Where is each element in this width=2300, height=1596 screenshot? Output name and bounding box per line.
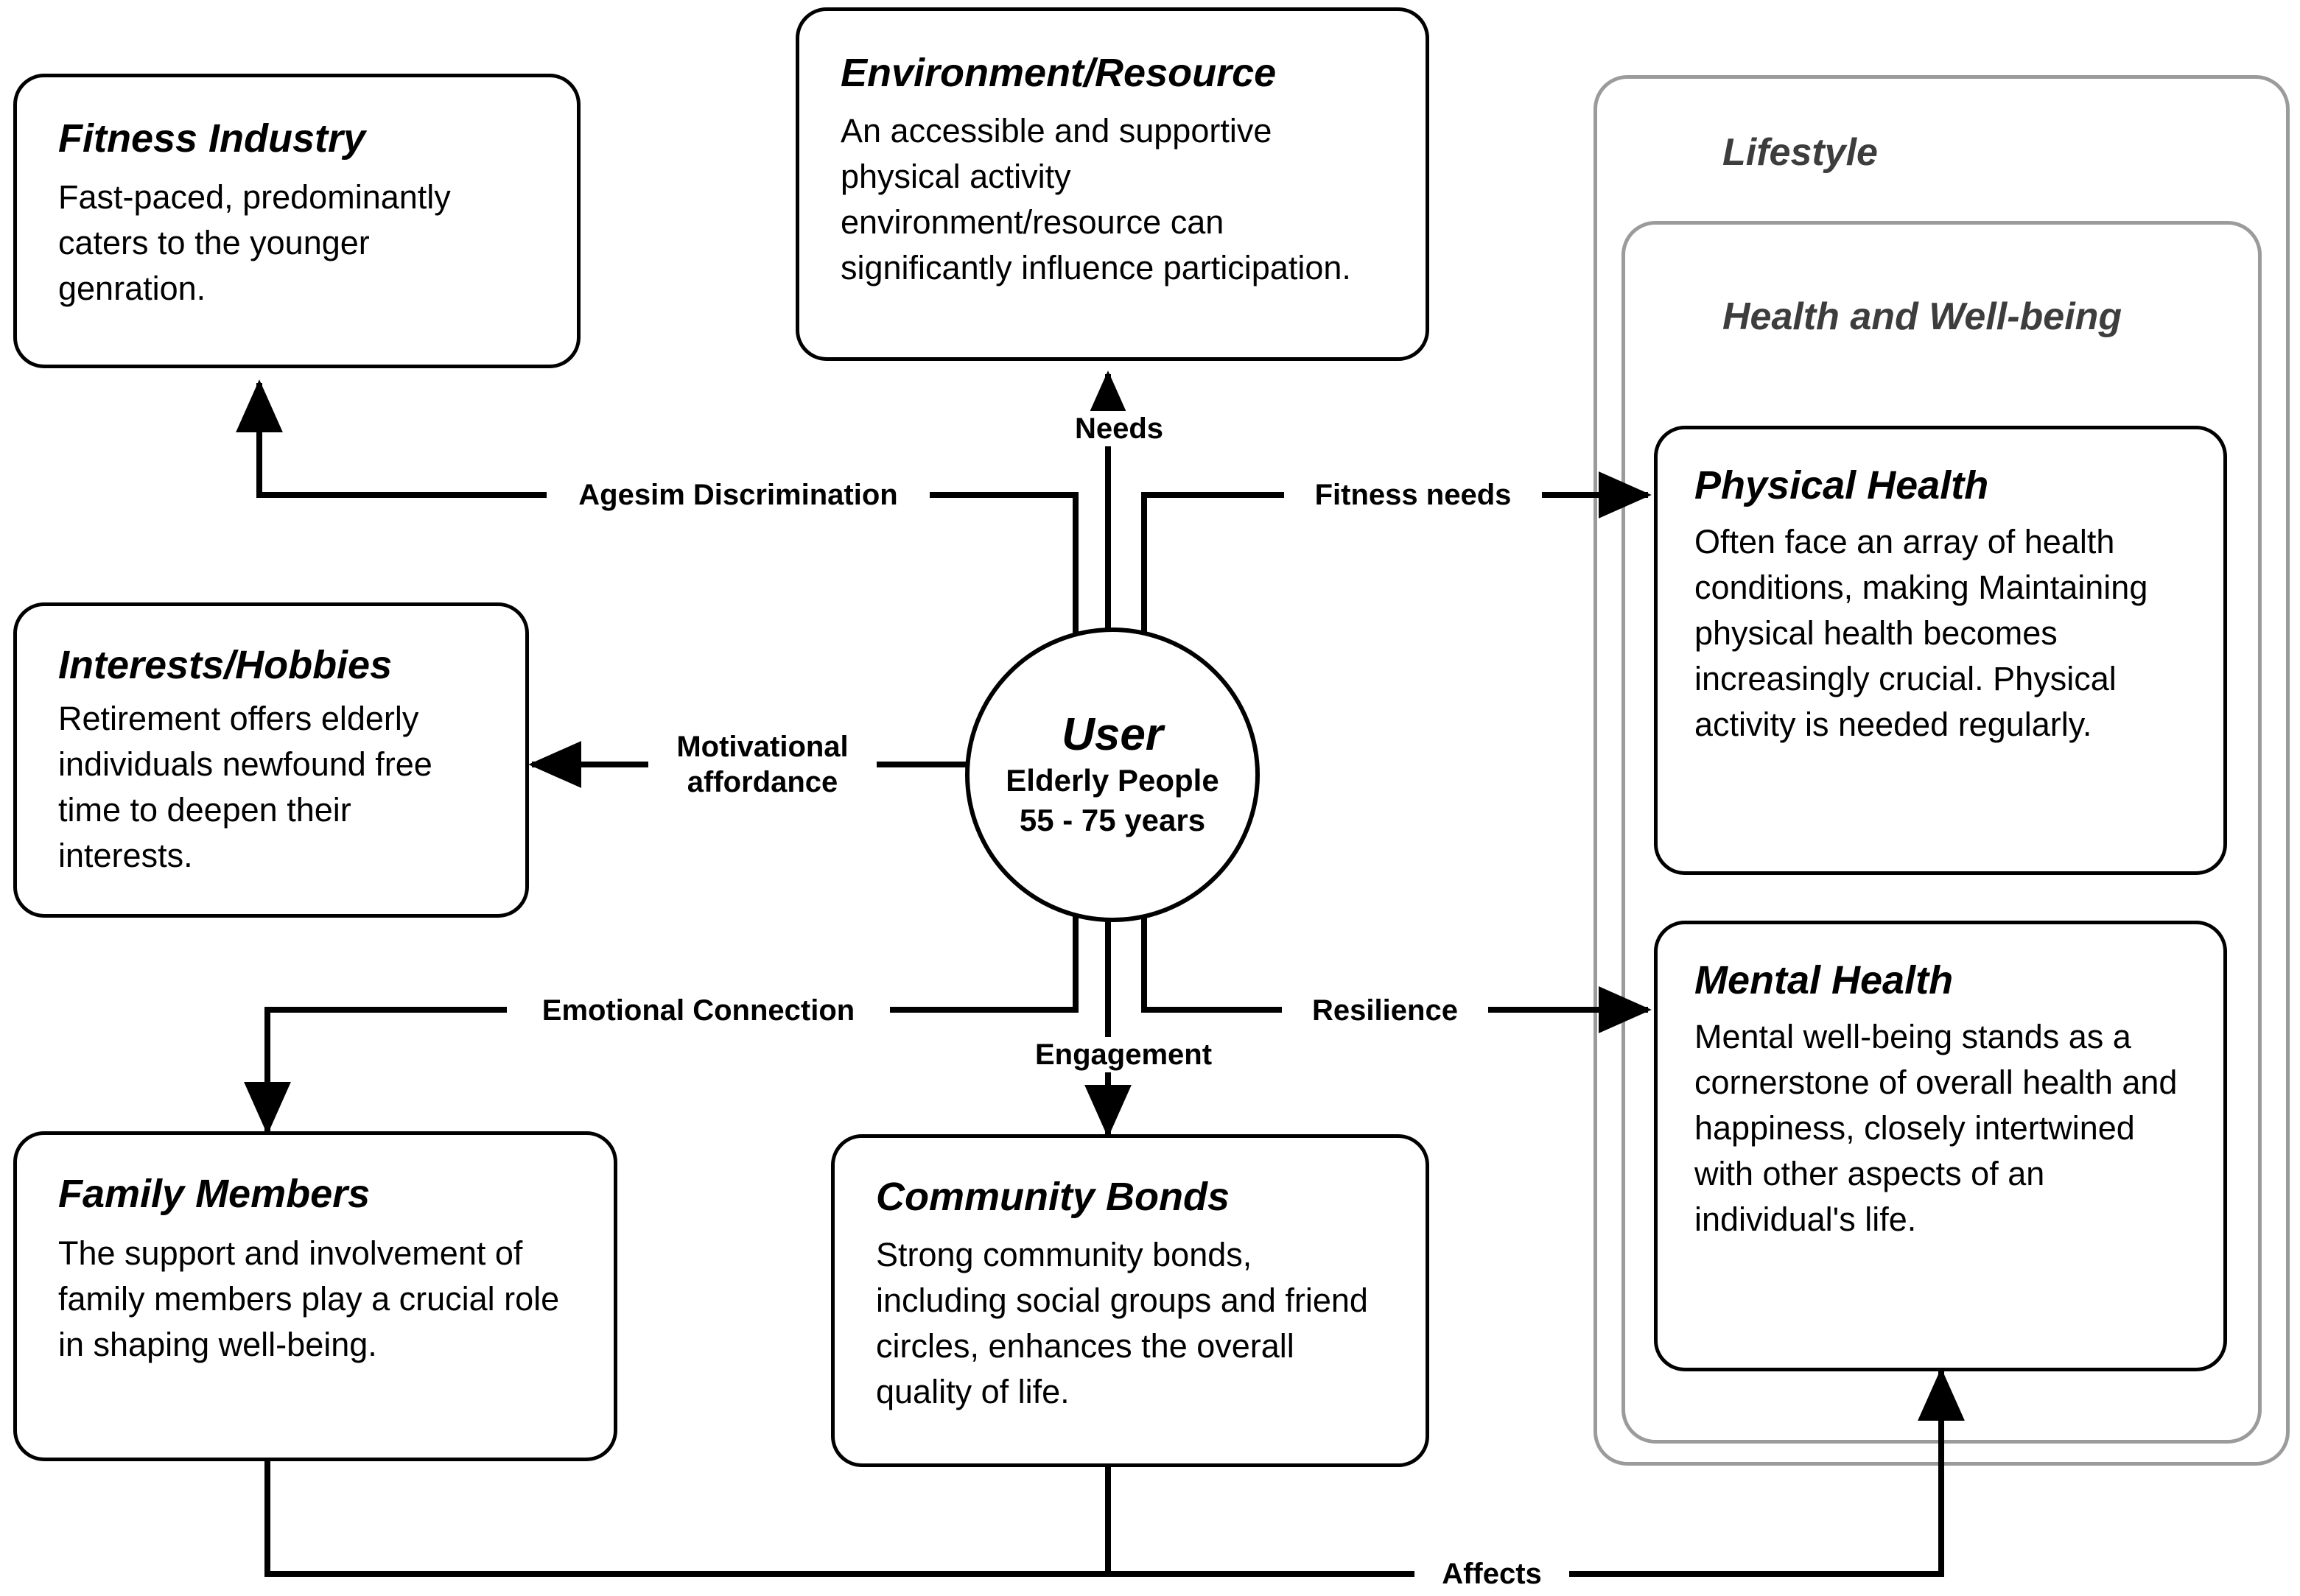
node-user-title: User (1062, 709, 1163, 760)
edge-label-fitness-needs: Fitness needs (1284, 477, 1542, 513)
node-community-bonds[interactable]: Community Bonds Strong community bonds, … (831, 1134, 1429, 1467)
node-fitness-industry-body: Fast-paced, predominantly caters to the … (58, 178, 451, 307)
group-health-wellbeing-label: Health and Well-being (1722, 295, 2122, 338)
node-interests-hobbies-body: Retirement offers elderly individuals ne… (58, 700, 432, 874)
edge-label-resilience: Resilience (1282, 993, 1488, 1028)
node-family-members-title: Family Members (58, 1172, 371, 1216)
node-physical-health[interactable]: Physical Health Often face an array of h… (1654, 426, 2227, 875)
node-community-bonds-body: Strong community bonds, including social… (876, 1236, 1368, 1410)
node-environment-resource[interactable]: Environment/Resource An accessible and s… (796, 7, 1429, 361)
edge-label-ageism: Agesim Discrimination (547, 477, 930, 513)
node-fitness-industry-title: Fitness Industry (58, 116, 366, 161)
node-interests-hobbies[interactable]: Interests/Hobbies Retirement offers elde… (13, 602, 529, 918)
edge-label-needs: Needs (1049, 411, 1189, 446)
node-family-members[interactable]: Family Members The support and involveme… (13, 1131, 617, 1461)
node-user-circle[interactable]: User Elderly People 55 - 75 years (965, 627, 1260, 922)
edge-resilience (1141, 869, 1652, 1033)
edge-label-affects: Affects (1414, 1556, 1569, 1592)
edge-label-engagement: Engagement (1009, 1037, 1238, 1072)
edge-fitness-needs (1141, 471, 1652, 659)
node-mental-health-title: Mental Health (1694, 958, 1954, 1002)
node-interests-hobbies-title: Interests/Hobbies (58, 643, 393, 687)
node-mental-health-body: Mental well-being stands as a cornerston… (1694, 1018, 2178, 1238)
node-family-members-body: The support and involvement of family me… (58, 1234, 560, 1363)
node-environment-resource-title: Environment/Resource (841, 51, 1277, 95)
edge-label-emotional-connection: Emotional Connection (507, 993, 890, 1028)
group-lifestyle-label: Lifestyle (1722, 131, 1878, 174)
node-user-subtitle-line1: Elderly People (1006, 763, 1219, 798)
node-physical-health-body: Often face an array of health conditions… (1694, 523, 2148, 743)
node-environment-resource-body: An accessible and supportive physical ac… (841, 112, 1351, 286)
node-fitness-industry[interactable]: Fitness Industry Fast-paced, predominant… (13, 74, 581, 368)
node-community-bonds-title: Community Bonds (876, 1175, 1230, 1219)
node-user-subtitle-line2: 55 - 75 years (1019, 803, 1206, 837)
edge-label-motivational-affordance: Motivational affordance (648, 729, 877, 800)
node-mental-health[interactable]: Mental Health Mental well-being stands a… (1654, 921, 2227, 1371)
node-physical-health-title: Physical Health (1694, 463, 1989, 507)
